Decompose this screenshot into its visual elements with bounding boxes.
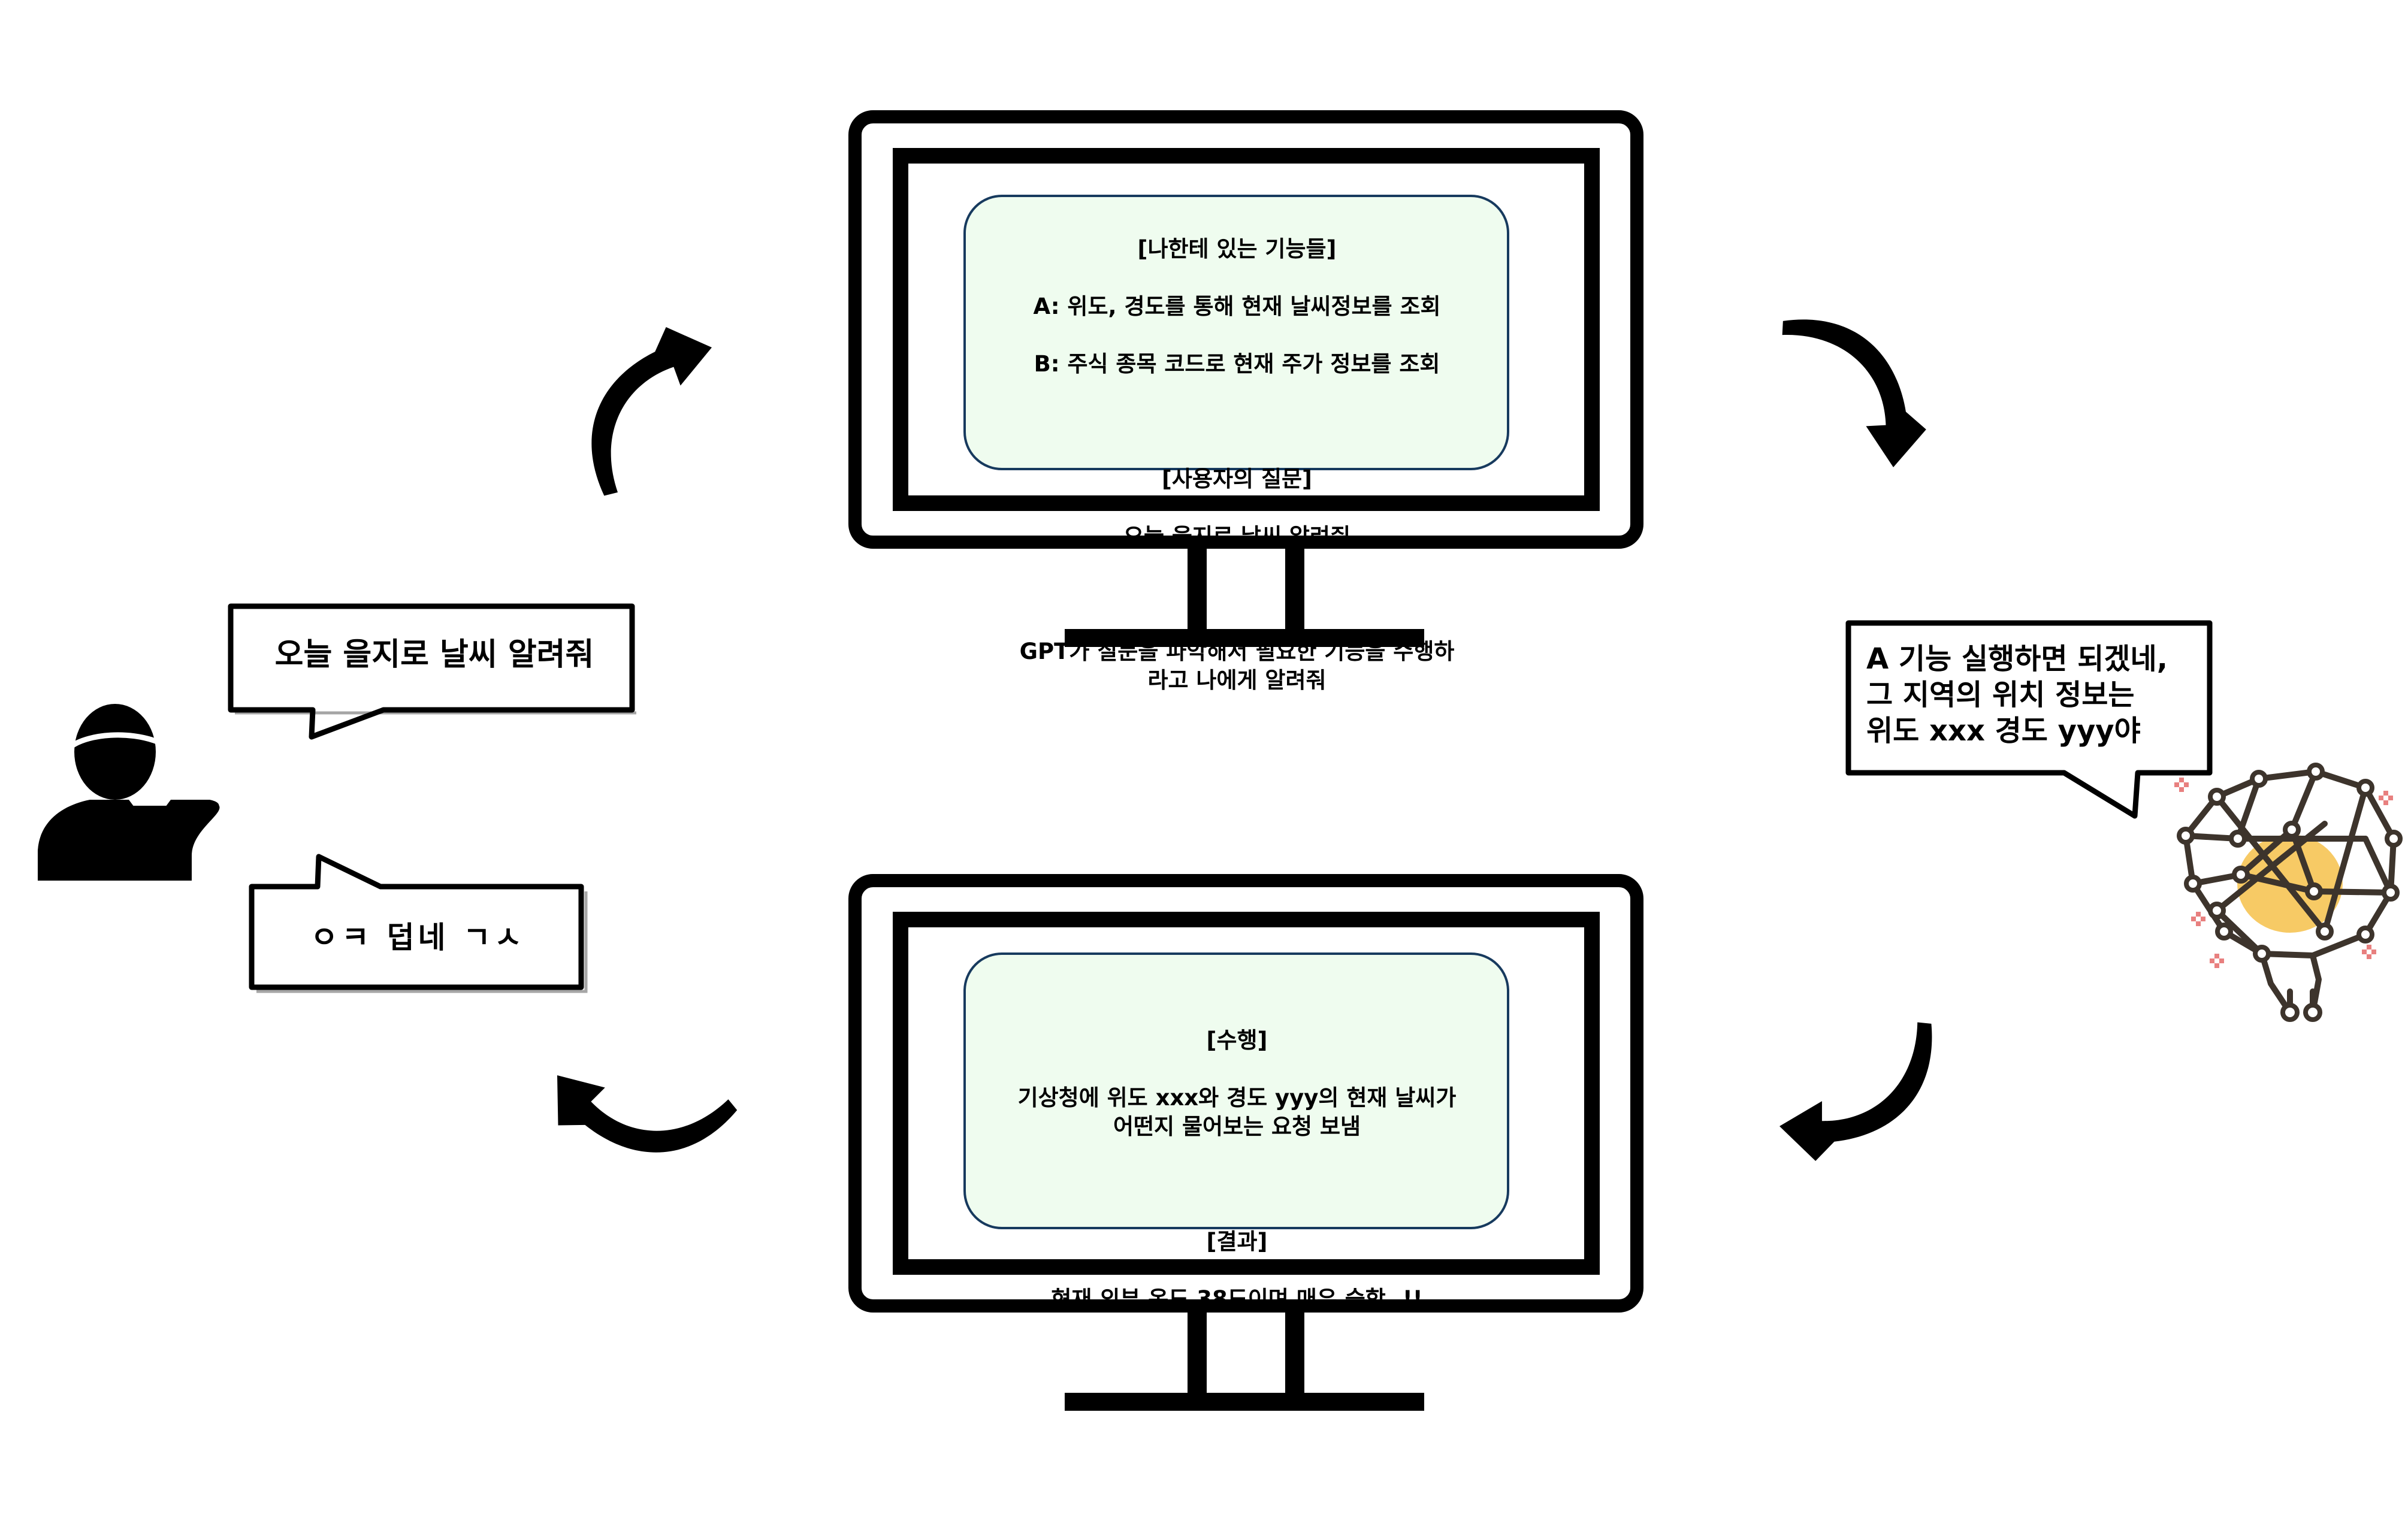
flow-arrow-top-monitor-to-ai [1776,285,1935,485]
action-text: 기상청에 위도 xxx와 경도 yyy의 현재 날씨가 어떤지 물어보는 요청 … [1017,1085,1457,1139]
user-reply-bubble [249,854,588,993]
flow-arrow-bottom-monitor-to-user [541,1041,740,1181]
function-a: A: 위도, 경도를 통해 현재 날씨정보를 조회 [1033,294,1441,319]
result-text: 현재 외부 온도 38도이며 매우 습함..!! [1051,1286,1423,1312]
user-reply-text: ㅇㅋ 덥네 ㄱㅅ [310,920,525,955]
functions-header: [나한테 있는 기능들] [1137,236,1337,262]
action-header: [수행] [1206,1027,1268,1053]
instruction-text: GPT가 질문을 파악해서 필요한 기능을 수행하 라고 나에게 알려줘 [1019,639,1455,693]
flow-arrow-user-to-top-monitor [551,314,738,501]
question-header: [사용자의 질문] [1162,466,1312,492]
ai-brain-network-icon [2174,763,2403,1022]
sparkle-icons [2174,778,2393,968]
ai-reply-text: A 기능 실행하면 되겠네, 그 지역의 위치 정보는 위도 xxx 경도 yy… [1866,642,2168,748]
user-request-text: 오늘 을지로 날씨 알려줘 [274,637,594,673]
user-silhouette-icon [38,704,220,881]
function-b: B: 주식 종목 코드로 현재 주가 정보를 조회 [1034,351,1440,377]
top-monitor-panel [963,195,1509,470]
user-request-bubble [228,603,636,740]
bottom-monitor-icon [855,881,1637,1411]
top-monitor-icon [855,117,1637,647]
result-header: [결과] [1206,1229,1268,1254]
question-text: 오늘 을지로 날씨 알려줘 [1123,524,1351,549]
bottom-monitor-panel [963,952,1509,1229]
flow-arrow-ai-to-bottom-monitor [1764,1017,1963,1169]
bottom-monitor-text: [수행] 기상청에 위도 xxx와 경도 yyy의 현재 날씨가 어떤지 물어보… [966,955,1508,1312]
ai-reply-bubble [1845,620,2213,819]
top-monitor-text: [나한테 있는 기능들] A: 위도, 경도를 통해 현재 날씨정보를 조회 B… [966,199,1508,693]
